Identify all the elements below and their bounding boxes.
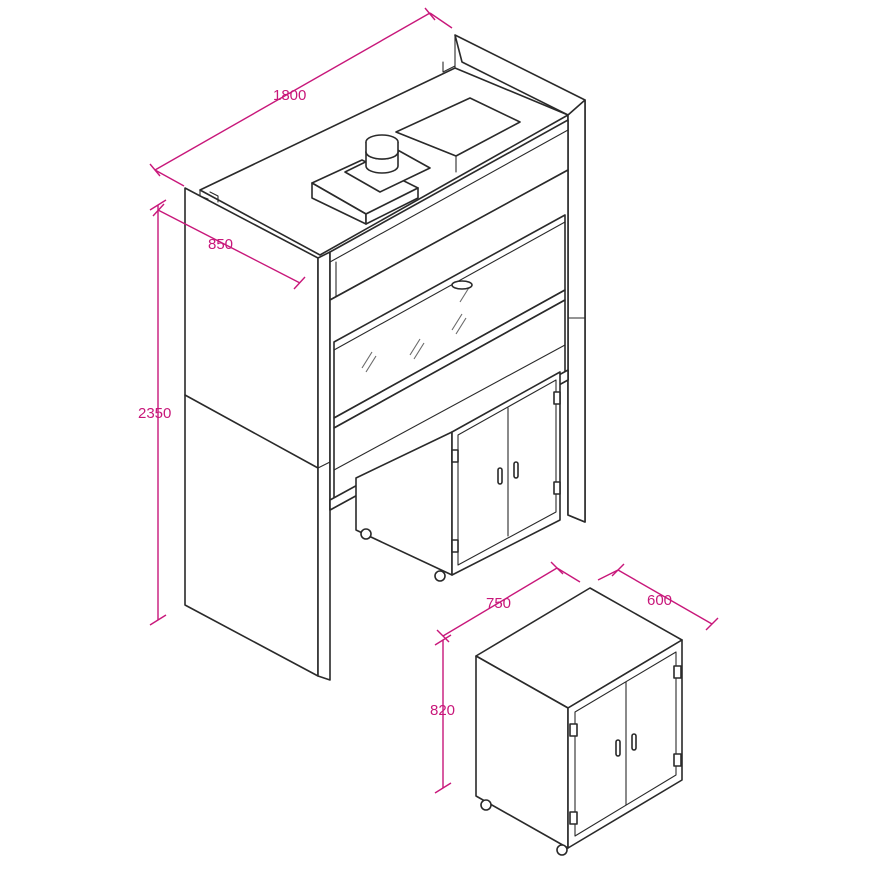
hood-left-panel — [184, 187, 319, 677]
dim-cabinet-height: 820 — [430, 702, 455, 719]
hood-base-cabinet — [355, 371, 561, 582]
mobile-cabinet — [475, 587, 683, 856]
caster-icon — [556, 844, 568, 856]
dim-cabinet-width: 750 — [486, 595, 511, 612]
dim-hood-depth: 850 — [208, 236, 233, 253]
caster-icon — [480, 799, 492, 811]
cabinet-handle-left — [615, 739, 621, 757]
hood-front-post — [317, 251, 331, 681]
dimension-labels: 1800 850 2350 750 600 820 — [138, 87, 672, 719]
cabinet-handle-right — [631, 733, 637, 751]
dim-cabinet-depth: 600 — [647, 592, 672, 609]
dimension-lines — [149, 7, 719, 794]
dim-hood-width: 1800 — [273, 87, 306, 104]
fume-hood — [184, 34, 586, 681]
cabinet-front — [567, 639, 683, 849]
exhaust-duct — [311, 97, 521, 225]
hood-right-panel — [442, 34, 586, 523]
dim-hood-height: 2350 — [138, 405, 171, 422]
